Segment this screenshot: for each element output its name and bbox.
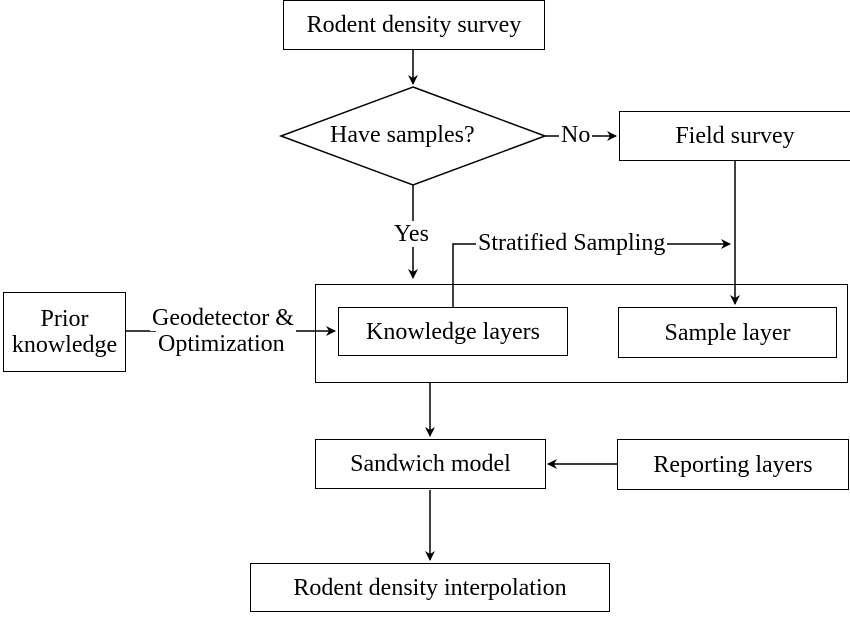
- edge-label-yes: Yes: [392, 221, 431, 247]
- field-survey-box: Field survey: [619, 111, 850, 161]
- prior-knowledge-line2: knowledge: [11, 332, 118, 358]
- rodent-density-survey-box: Rodent density survey: [283, 0, 545, 50]
- sample-layer-box: Sample layer: [618, 307, 837, 358]
- prior-knowledge-box: Prior knowledge: [3, 292, 126, 372]
- reporting-layers-box: Reporting layers: [617, 439, 849, 490]
- rodent-density-interpolation-box: Rodent density interpolation: [250, 563, 610, 612]
- knowledge-layers-box: Knowledge layers: [338, 307, 568, 356]
- edge-label-geodetector-line1: Geodetector &: [150, 305, 296, 331]
- edge-label-geodetector: Geodetector & Optimization: [150, 305, 296, 357]
- layers-container: [315, 284, 848, 383]
- decision-label: Have samples?: [330, 122, 475, 148]
- edge-label-no: No: [559, 122, 593, 148]
- edge-label-stratified-sampling: Stratified Sampling: [476, 230, 668, 256]
- sandwich-model-box: Sandwich model: [315, 439, 546, 489]
- prior-knowledge-line1: Prior: [40, 306, 89, 332]
- edge-label-geodetector-line2: Optimization: [156, 331, 296, 357]
